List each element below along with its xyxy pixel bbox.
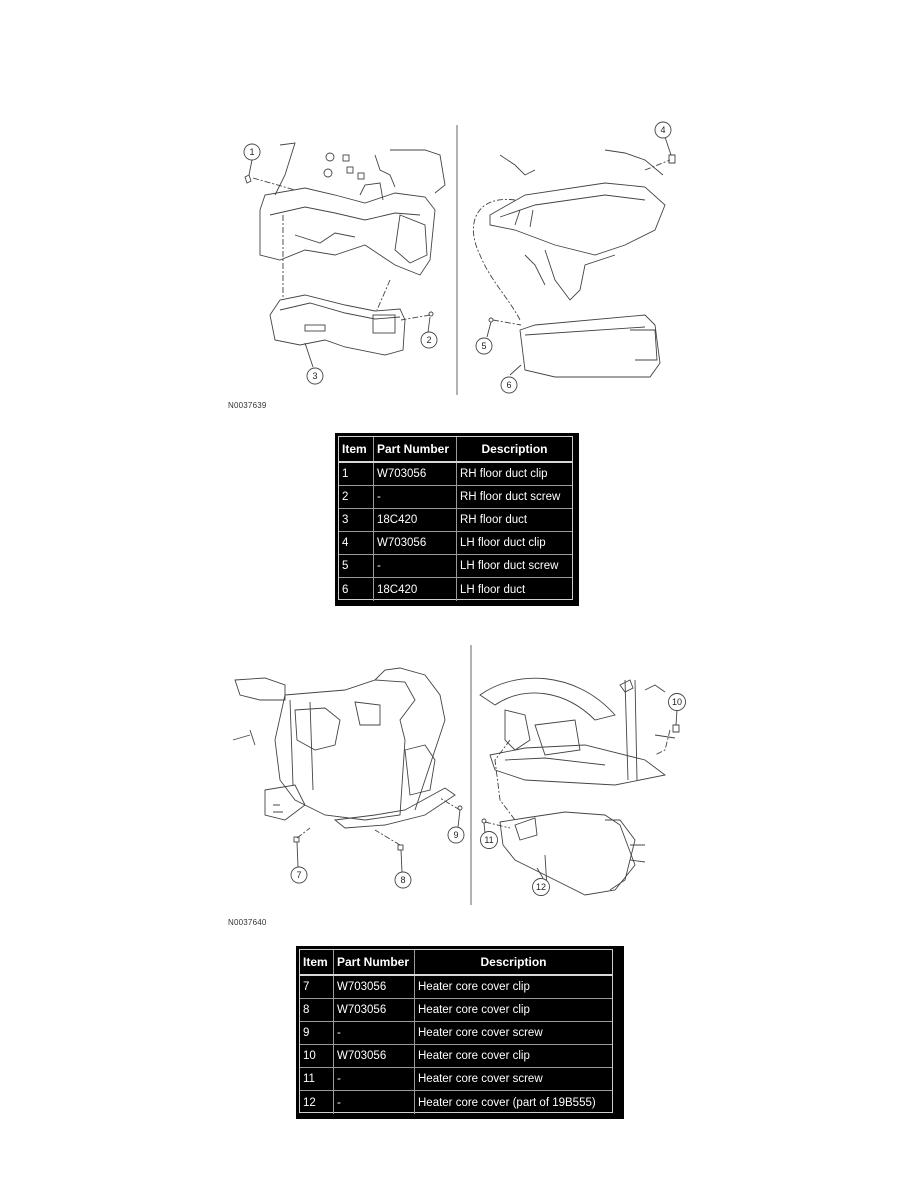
header-part-number: Part Number	[333, 950, 414, 974]
callout-2: 2	[420, 331, 438, 349]
cell-part-number: W703056	[373, 463, 456, 485]
cell-part-number: -	[333, 1068, 414, 1090]
table-row: 12 - Heater core cover (part of 19B555)	[300, 1091, 612, 1114]
cell-description: Heater core cover screw	[414, 1068, 612, 1090]
figure-id: N0037639	[228, 401, 267, 410]
callout-3: 3	[306, 367, 324, 385]
cell-item: 4	[342, 537, 349, 549]
cell-item: 6	[342, 583, 349, 596]
cell-item: 9	[303, 1027, 310, 1039]
figure-id: N0037640	[228, 918, 267, 927]
cell-item: 3	[342, 514, 349, 526]
svg-text:2: 2	[426, 335, 431, 345]
callout-7: 7	[290, 866, 308, 884]
cell-part-number: -	[373, 555, 456, 577]
svg-text:6: 6	[506, 380, 511, 390]
callout-8: 8	[394, 871, 412, 889]
cell-description: Heater core cover clip	[414, 999, 612, 1021]
cell-description: Heater core cover (part of 19B555)	[414, 1091, 612, 1114]
table-header-row: Item Part Number Description	[339, 437, 572, 463]
cell-description: Heater core cover screw	[414, 1022, 612, 1044]
exploded-diagram-heater-core-cover: 7 8 9 10 11 12	[225, 640, 695, 910]
callout-11: 11	[480, 831, 498, 849]
cell-description: LH floor duct clip	[456, 532, 572, 554]
svg-text:7: 7	[296, 870, 301, 880]
svg-text:5: 5	[481, 341, 486, 351]
svg-text:9: 9	[453, 830, 458, 840]
cell-part-number: -	[373, 486, 456, 508]
header-item: Item	[342, 442, 367, 456]
cell-description: RH floor duct	[456, 509, 572, 531]
cell-item: 8	[303, 1004, 310, 1016]
cell-part-number: W703056	[333, 999, 414, 1021]
cell-part-number: -	[333, 1022, 414, 1044]
exploded-diagram-floor-ducts: 1 2 3 4 5 6	[225, 115, 695, 405]
svg-text:12: 12	[536, 882, 546, 892]
cell-description: Heater core cover clip	[414, 976, 612, 998]
parts-table-floor-ducts: Item Part Number Description 1 W703056 R…	[335, 433, 579, 606]
svg-text:11: 11	[484, 835, 493, 845]
cell-part-number: W703056	[333, 1045, 414, 1067]
header-description: Description	[414, 950, 612, 974]
callout-9: 9	[447, 826, 465, 844]
table-row: 1 W703056 RH floor duct clip	[339, 463, 572, 486]
svg-text:8: 8	[400, 875, 405, 885]
cell-item: 11	[303, 1073, 315, 1085]
cell-description: Heater core cover clip	[414, 1045, 612, 1067]
svg-text:10: 10	[672, 697, 682, 707]
svg-text:1: 1	[249, 147, 254, 157]
header-item: Item	[303, 955, 328, 969]
cell-part-number: W703056	[333, 976, 414, 998]
cell-item: 7	[303, 981, 310, 993]
cell-description: LH floor duct	[456, 578, 572, 601]
cell-description: RH floor duct screw	[456, 486, 572, 508]
header-part-number: Part Number	[373, 437, 456, 461]
table-row: 11 - Heater core cover screw	[300, 1068, 612, 1091]
callout-4: 4	[654, 121, 672, 139]
callout-12: 12	[532, 878, 550, 896]
table-row: 6 18C420 LH floor duct	[339, 578, 572, 601]
callout-1: 1	[243, 143, 261, 161]
table-row: 9 - Heater core cover screw	[300, 1022, 612, 1045]
callout-6: 6	[500, 376, 518, 394]
heater-core-cover-illustration: 7 8 9 10 11 12	[232, 645, 686, 905]
cell-item: 10	[303, 1050, 316, 1062]
cell-description: RH floor duct clip	[456, 463, 572, 485]
cell-item: 5	[342, 560, 349, 572]
cell-part-number: W703056	[373, 532, 456, 554]
cell-description: LH floor duct screw	[456, 555, 572, 577]
cell-part-number: 18C420	[373, 509, 456, 531]
table-row: 3 18C420 RH floor duct	[339, 509, 572, 532]
floor-duct-illustration: 1 2 3 4 5 6	[243, 121, 676, 395]
table-row: 7 W703056 Heater core cover clip	[300, 976, 612, 999]
cell-item: 12	[303, 1096, 316, 1109]
parts-table-heater-core-cover: Item Part Number Description 7 W703056 H…	[296, 946, 624, 1119]
table-header-row: Item Part Number Description	[300, 950, 612, 976]
table-row: 10 W703056 Heater core cover clip	[300, 1045, 612, 1068]
callout-10: 10	[668, 693, 686, 711]
table-row: 2 - RH floor duct screw	[339, 486, 572, 509]
table-row: 5 - LH floor duct screw	[339, 555, 572, 578]
cell-item: 1	[342, 468, 349, 480]
cell-part-number: 18C420	[373, 578, 456, 601]
cell-part-number: -	[333, 1091, 414, 1114]
svg-text:4: 4	[660, 125, 665, 135]
table-row: 8 W703056 Heater core cover clip	[300, 999, 612, 1022]
callout-5: 5	[475, 337, 493, 355]
table-row: 4 W703056 LH floor duct clip	[339, 532, 572, 555]
header-description: Description	[456, 437, 572, 461]
cell-item: 2	[342, 491, 349, 503]
svg-text:3: 3	[312, 371, 317, 381]
